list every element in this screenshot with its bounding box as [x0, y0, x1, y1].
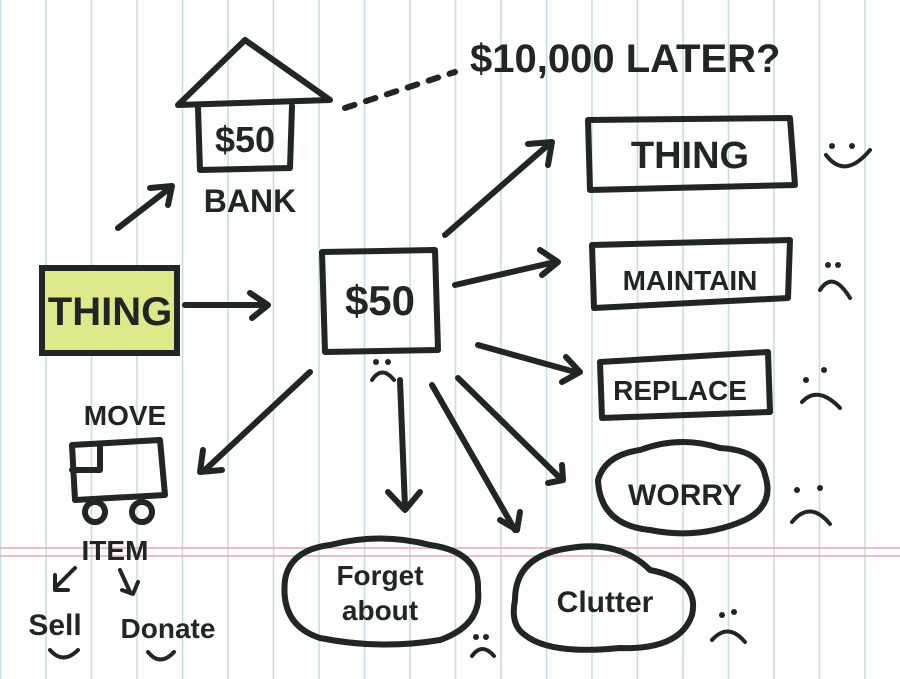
smile-icon [824, 143, 872, 169]
clutter-label: Clutter [557, 586, 654, 619]
bank-label: BANK [204, 183, 296, 219]
center-arrows [197, 139, 583, 533]
bank-amount: $50 [215, 119, 275, 160]
forget-cloud [281, 535, 482, 648]
outcome-worry-label: WORRY [628, 479, 742, 512]
source-thing-label: THING [48, 290, 172, 334]
frown-icon [800, 367, 842, 410]
item-label: ITEM [82, 535, 149, 566]
forget-label-2: about [342, 595, 418, 626]
frown-icon [710, 609, 747, 644]
bank-house: $50 BANK [175, 37, 333, 219]
frown-icon [818, 262, 852, 300]
clutter-cloud [510, 543, 697, 653]
outcome-replace-box [597, 349, 773, 421]
sell-label: Sell [28, 609, 81, 642]
frown-icon [790, 485, 832, 526]
move-label: MOVE [84, 400, 166, 431]
arrow-to-donate [118, 568, 140, 596]
arrow-to-bank [115, 183, 175, 231]
arrow-to-sell [53, 566, 77, 592]
outcome-maintain-box [589, 237, 793, 311]
top-note: $10,000 LATER? [470, 37, 781, 81]
smile-icon [48, 648, 80, 660]
outcome-thing-box [585, 115, 798, 193]
donate-label: Donate [121, 613, 216, 644]
arrow-to-center [182, 290, 271, 321]
outcome-worry-cloud [595, 439, 771, 537]
truck-icon [69, 437, 168, 525]
center-box [319, 247, 441, 355]
dashed-line [342, 69, 458, 111]
outcome-maintain-label: MAINTAIN [623, 265, 758, 296]
outcome-replace-label: REPLACE [613, 375, 747, 406]
smile-icon [146, 650, 176, 662]
center-amount: $50 [345, 277, 415, 324]
outcome-thing-label: THING [631, 135, 749, 177]
forget-label-1: Forget [336, 560, 423, 591]
frown-icon [370, 359, 396, 382]
frown-icon [470, 634, 496, 658]
source-thing-box [39, 265, 180, 356]
paper-lines [0, 0, 866, 679]
